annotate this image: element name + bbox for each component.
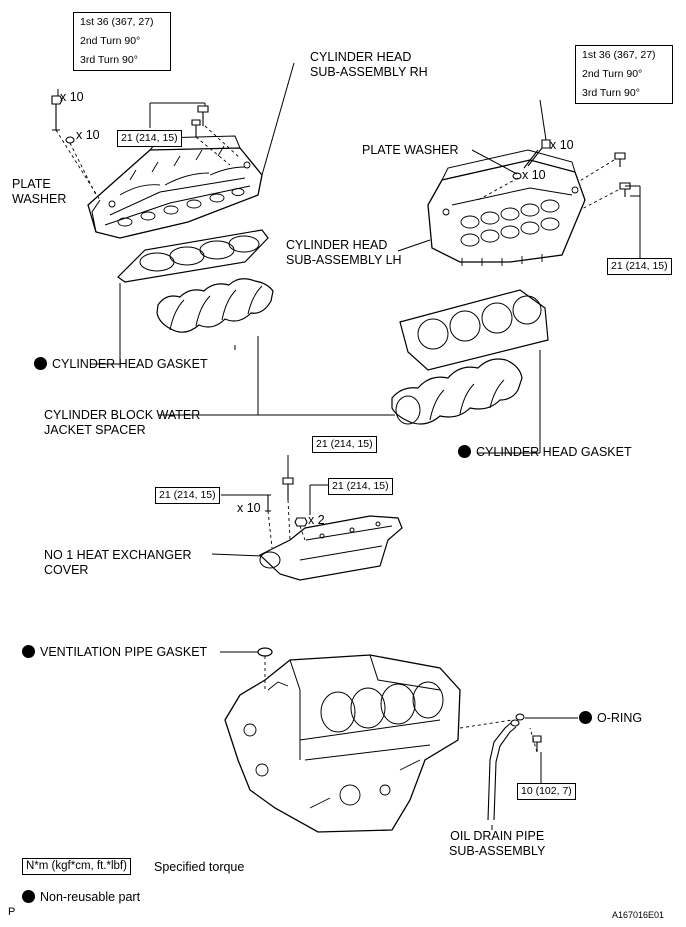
label-line: CYLINDER BLOCK WATER	[44, 408, 201, 422]
o-ring-shape	[515, 713, 525, 721]
label-line: WASHER	[12, 192, 67, 206]
label-line: CYLINDER HEAD	[286, 238, 388, 252]
label-o-ring: O-RING	[579, 711, 642, 726]
alignment-lines	[55, 125, 619, 753]
heat-exchanger-cover-shape	[258, 515, 403, 581]
qty-rh-bolt: x 10	[60, 90, 84, 104]
label-line: SUB-ASSEMBLY	[449, 844, 546, 858]
legend-torque-desc: Specified torque	[154, 860, 245, 874]
label-plate-washer-lh: PLATE WASHER	[362, 143, 459, 157]
engine-block-shape	[224, 654, 461, 833]
label-line: SUB-ASSEMBLY RH	[310, 65, 428, 79]
lh-bolts	[512, 139, 631, 197]
cylinder-head-gasket-rh-shape	[117, 229, 269, 283]
figure-id: A167016E01	[612, 910, 665, 920]
label-cylinder-head-rh: CYLINDER HEAD SUB-ASSEMBLY RH	[310, 50, 428, 80]
qty-lh-bolt: x 10	[550, 138, 574, 152]
label-cylinder-head-gasket-lh: CYLINDER HEAD GASKET	[458, 445, 632, 460]
torque-table-lh: 1st 36 (367, 27) 2nd Turn 90° 3rd Turn 9…	[575, 45, 673, 104]
label-cylinder-head-lh: CYLINDER HEAD SUB-ASSEMBLY LH	[286, 238, 402, 268]
non-reusable-dot-icon	[22, 890, 35, 903]
legend-non-reusable: Non-reusable part	[22, 890, 140, 905]
water-jacket-spacer-lh-shape	[391, 358, 523, 425]
torque-step-3: 3rd Turn 90°	[80, 54, 138, 66]
label-heat-exchanger-cover: NO 1 HEAT EXCHANGER COVER	[44, 548, 192, 578]
label-cylinder-head-gasket-rh: CYLINDER HEAD GASKET	[34, 357, 208, 372]
label-text: VENTILATION PIPE GASKET	[40, 645, 208, 659]
torque-value-cover-left: 21 (214, 15)	[155, 487, 220, 504]
water-jacket-spacer-rh-shape	[156, 278, 274, 333]
torque-step-2: 2nd Turn 90°	[80, 35, 141, 47]
non-reusable-dot-icon	[458, 445, 471, 458]
torque-table-rh: 1st 36 (367, 27) 2nd Turn 90° 3rd Turn 9…	[73, 12, 171, 71]
oil-drain-pipe-shape	[487, 719, 542, 821]
cylinder-head-lh	[427, 149, 586, 266]
label-line: COVER	[44, 563, 89, 577]
label-line: SUB-ASSEMBLY LH	[286, 253, 402, 267]
label-ventilation-pipe-gasket: VENTILATION PIPE GASKET	[22, 645, 207, 660]
torque-value-oil-drain: 10 (102, 7)	[517, 783, 576, 800]
qty-lh-washer: x 10	[522, 168, 546, 182]
label-oil-drain-pipe: OIL DRAIN PIPE SUB-ASSEMBLY	[449, 829, 545, 859]
label-line: CYLINDER HEAD	[310, 50, 412, 64]
qty-rh-washer: x 10	[76, 128, 100, 142]
torque-step-2: 2nd Turn 90°	[582, 68, 643, 80]
torque-value-cover-right: 21 (214, 15)	[328, 478, 393, 495]
label-plate-washer-rh: PLATE WASHER	[12, 177, 66, 207]
label-text: CYLINDER HEAD GASKET	[476, 445, 632, 459]
torque-step-1: 1st 36 (367, 27)	[80, 16, 154, 28]
qty-cover-stud: x 2	[308, 513, 325, 527]
corner-mark: P	[8, 906, 16, 918]
label-line: NO 1 HEAT EXCHANGER	[44, 548, 192, 562]
non-reusable-dot-icon	[579, 711, 592, 724]
torque-value-rh-bolt: 21 (214, 15)	[117, 130, 182, 147]
label-text: O-RING	[597, 711, 643, 725]
non-reusable-dot-icon	[22, 645, 35, 658]
torque-value-lh-bolt: 21 (214, 15)	[607, 258, 672, 275]
label-water-jacket-spacer: CYLINDER BLOCK WATER JACKET SPACER	[44, 408, 200, 438]
label-line: OIL DRAIN PIPE	[450, 829, 545, 843]
legend-text: Non-reusable part	[40, 890, 141, 904]
torque-step-3: 3rd Turn 90°	[582, 87, 640, 99]
torque-value-cover-top: 21 (214, 15)	[312, 436, 377, 453]
qty-cover-bolt: x 10	[237, 501, 261, 515]
legend-torque-unit-box: N*m (kgf*cm, ft.*lbf)	[22, 858, 131, 875]
label-line: JACKET SPACER	[44, 423, 146, 437]
cover-bolts	[265, 477, 308, 527]
label-line: PLATE	[12, 177, 51, 191]
non-reusable-dot-icon	[34, 357, 47, 370]
label-text: CYLINDER HEAD GASKET	[52, 357, 208, 371]
cylinder-head-gasket-lh-shape	[399, 289, 549, 371]
torque-step-1: 1st 36 (367, 27)	[582, 49, 656, 61]
ventilation-gasket-shape	[257, 647, 273, 657]
cylinder-head-rh	[87, 135, 263, 239]
leader-lines	[57, 62, 641, 830]
